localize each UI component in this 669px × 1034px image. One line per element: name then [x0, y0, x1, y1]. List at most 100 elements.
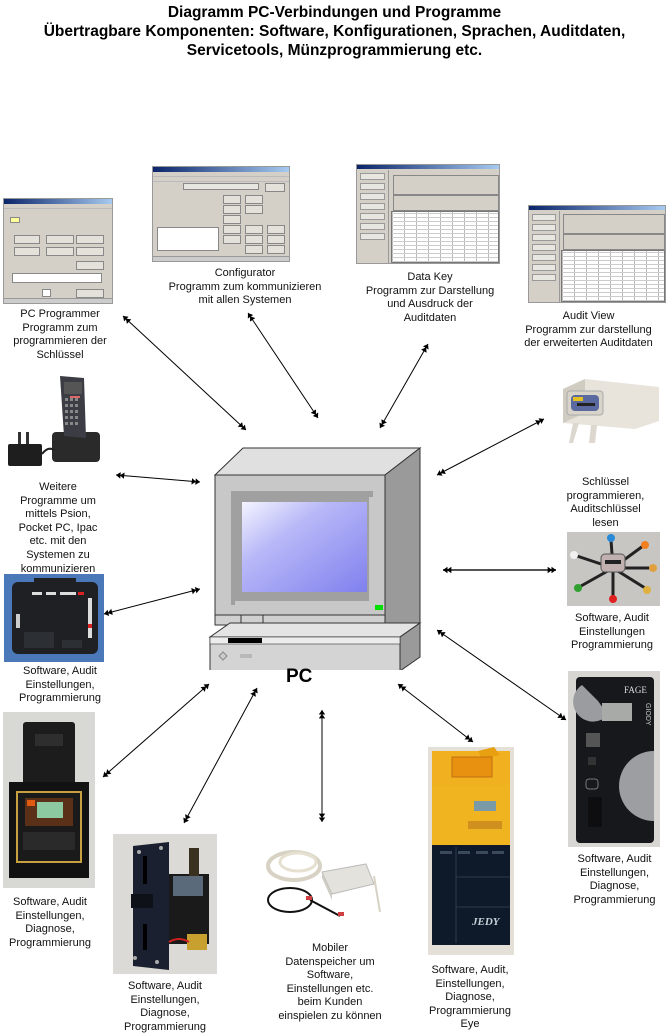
caption-line: Einstellungen etc. — [286, 982, 374, 995]
caption-line: Programmierung — [573, 893, 656, 906]
coin-changer-photo: JEDY — [428, 747, 514, 955]
caption-line: programmieren der — [13, 335, 107, 348]
power-led — [375, 605, 383, 610]
caption-line: Einstellungen, — [15, 909, 85, 922]
caption-line: Programm zum — [22, 321, 98, 334]
caption-coin-changer: Software, Audit,Einstellungen,Diagnose,P… — [415, 964, 525, 1032]
arrow-control-board — [103, 587, 201, 616]
caption-line: Data Key — [407, 271, 453, 283]
arrow-configurator — [247, 312, 319, 419]
control-board-photo — [4, 574, 104, 662]
caption-line: Diagnose, — [589, 880, 640, 893]
caption-line: Einstellungen, — [579, 866, 650, 879]
caption-line: Programm zum kommunizieren — [168, 280, 322, 293]
handheld-terminal-photo — [4, 374, 104, 474]
caption-line: Software, Audit — [575, 612, 649, 624]
pc-computer — [205, 445, 430, 672]
caption-line: Einstellungen — [578, 625, 646, 638]
caption-line: Software, — [306, 969, 354, 982]
caption-line: Programmierung — [9, 936, 91, 949]
caption-line: programmieren, — [566, 489, 645, 502]
caption-line: Mobiler — [311, 942, 349, 954]
pc-label: PC — [286, 666, 313, 687]
bill-validator-photo — [3, 712, 95, 888]
caption-line: Software, Audit, — [431, 964, 509, 976]
caption-line: Programm zur Darstellung — [365, 284, 495, 297]
caption-line: einspielen zu können — [278, 1009, 382, 1022]
caption-line: Eye — [460, 1018, 480, 1031]
caption-line: Programmierung — [124, 1020, 206, 1033]
caption-line: lesen — [592, 516, 619, 529]
arrow-giody — [436, 629, 567, 721]
jedy-mark: JEDY — [471, 916, 501, 928]
caption-line: kommunizieren — [20, 562, 96, 575]
caption-line: der erweiterten Auditdaten — [524, 337, 653, 350]
caption-line: Auditschlüssel — [570, 503, 641, 516]
caption-line: Weitere — [39, 481, 77, 493]
caption-line: Programm zur darstellung — [525, 323, 652, 336]
caption-line: mittels Psion, — [25, 508, 91, 521]
caption-line: Programmierung — [571, 639, 653, 652]
arrow-coin-validator — [183, 687, 258, 824]
caption-line: beim Kunden — [297, 996, 363, 1009]
caption-line: Software, Audit — [577, 853, 652, 865]
diagram-title: Diagramm PC-Verbindungen und Programme Ü… — [0, 3, 669, 60]
caption-line: Pocket PC, Ipac — [18, 521, 98, 534]
data-key-screenshot — [356, 164, 500, 264]
title-line-1: Diagramm PC-Verbindungen und Programme — [167, 4, 502, 21]
caption-line: Einstellungen, — [130, 993, 200, 1006]
caption-line: Diagnose, — [25, 923, 75, 936]
caption-line: und Ausdruck der — [387, 298, 473, 311]
caption-line: Einstellungen, — [25, 678, 95, 691]
title-line-2: Übertragbare Komponenten: Software, Konf… — [43, 23, 626, 40]
caption-line: Datenspeicher um — [285, 955, 375, 968]
caption-line: PC Programmer — [20, 308, 100, 320]
caption-line: Auditdaten — [403, 311, 457, 324]
arrow-handheld — [115, 472, 201, 485]
audit-view-screenshot — [528, 205, 666, 303]
caption-line: Diagnose, — [445, 991, 495, 1004]
caption-line: Software, Audit — [128, 980, 202, 992]
caption-line: Programmierung — [19, 692, 101, 705]
desktop-computer-icon — [208, 446, 422, 672]
mobile-data-storage-photo — [262, 846, 382, 920]
caption-line: Schlüssel — [581, 476, 630, 488]
caption-line: Software, Audit — [23, 665, 97, 677]
caption-line: Programmierung — [429, 1004, 511, 1017]
title-line-3: Servicetools, Münzprogrammierung etc. — [186, 42, 483, 59]
caption-line: Audit View — [562, 310, 615, 322]
audit-keys-photo — [567, 532, 660, 606]
svg-text:FAGE: FAGE — [624, 685, 647, 695]
pc-programmer-screenshot — [3, 198, 113, 304]
caption-line: Systemen zu — [26, 548, 90, 561]
arrow-data-key — [379, 343, 429, 429]
caption-line: mit allen Systemen — [198, 294, 292, 307]
coin-acceptor-photo: FAGE GIODY — [568, 671, 660, 847]
caption-line: Schlüssel — [36, 348, 84, 361]
caption-line: Einstellungen, — [435, 977, 505, 990]
svg-text:GIODY: GIODY — [644, 703, 651, 726]
caption-line: Diagnose, — [140, 1007, 190, 1020]
caption-line: etc. mit den — [29, 535, 87, 548]
coin-validator-photo — [113, 834, 217, 974]
key-programmer-photo — [555, 377, 661, 447]
caption-line: Programme um — [20, 494, 96, 507]
arrow-pc-programmer — [122, 315, 247, 431]
monitor-screen — [242, 502, 367, 592]
caption-line: Configurator — [214, 267, 276, 279]
arrow-coin-changer — [397, 683, 474, 743]
caption-line: Software, Audit — [13, 896, 87, 908]
arrow-key-programmer — [436, 418, 545, 476]
